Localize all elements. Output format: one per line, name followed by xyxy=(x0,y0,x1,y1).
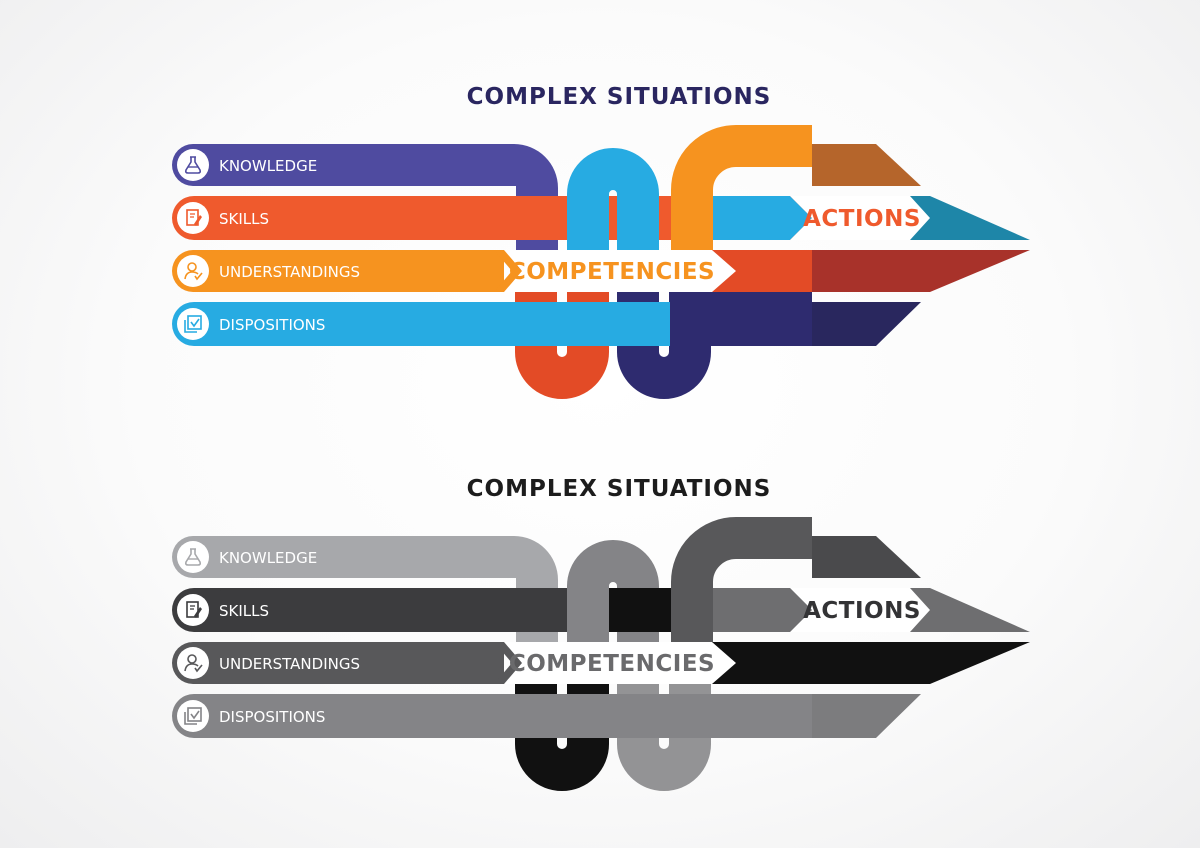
row-label-knowledge: KNOWLEDGE xyxy=(219,549,317,567)
actions-banner xyxy=(790,196,930,240)
actions-plate xyxy=(713,196,812,240)
weave-dispositions-over-red xyxy=(515,694,812,738)
arrow-tail-row1 xyxy=(812,144,921,186)
row-skills: SKILLS xyxy=(172,588,269,632)
loop-blue xyxy=(567,148,659,270)
edit-document-icon xyxy=(177,594,209,626)
weave-dispositions-over-red xyxy=(515,302,670,346)
loop-navy xyxy=(617,684,711,791)
row-understandings: UNDERSTANDINGS xyxy=(172,642,360,684)
weave-blue-over-skills-2 xyxy=(609,588,671,632)
diagram-color: COMPLEX SITUATIONS COMPETENCIES ACTIONS xyxy=(172,84,1030,399)
actions-label: ACTIONS xyxy=(803,598,921,624)
competencies-label: COMPETENCIES xyxy=(509,259,715,285)
ribbon-knowledge xyxy=(194,144,558,270)
row-dispositions: DISPOSITIONS xyxy=(172,302,325,346)
row-label-skills: SKILLS xyxy=(219,210,269,228)
weave-blue-over-skills xyxy=(567,196,609,240)
weave-blue-over-skills xyxy=(567,588,609,632)
loop-red xyxy=(515,684,609,791)
actions-label: ACTIONS xyxy=(803,206,921,232)
arrow-tail-row4 xyxy=(812,302,921,346)
flask-icon xyxy=(177,541,209,573)
diagram-grayscale: COMPLEX SITUATIONS COMPETENCIES ACTIONS … xyxy=(172,476,1030,791)
arrow-tail-row1 xyxy=(812,536,921,578)
ribbon-understandings xyxy=(194,642,504,684)
edit-document-icon xyxy=(177,202,209,234)
competencies-banner xyxy=(504,642,736,684)
row-label-knowledge: KNOWLEDGE xyxy=(219,157,317,175)
competencies-tip-left xyxy=(494,642,522,684)
arrow-tail-row3 xyxy=(812,642,1030,684)
weave-orange-over-skills xyxy=(671,196,713,240)
row-label-understandings: UNDERSTANDINGS xyxy=(219,655,360,673)
arrow-tail-row4 xyxy=(812,694,921,738)
loop-orange xyxy=(671,125,812,270)
weave-orange-over-skills xyxy=(671,588,713,632)
row-label-skills: SKILLS xyxy=(219,602,269,620)
loop-red xyxy=(515,292,609,399)
ribbon-knowledge xyxy=(194,536,558,662)
arrow-tail-row3 xyxy=(812,250,1030,292)
row-label-understandings: UNDERSTANDINGS xyxy=(219,263,360,281)
row-label-dispositions: DISPOSITIONS xyxy=(219,708,325,726)
loop-navy xyxy=(617,292,711,399)
diagram-title: COMPLEX SITUATIONS xyxy=(467,476,772,502)
weave-blue-over-skills-2 xyxy=(617,196,659,240)
competencies-banner xyxy=(504,250,736,292)
actions-banner xyxy=(790,588,930,632)
row-knowledge: KNOWLEDGE xyxy=(172,536,317,578)
competencies-label: COMPETENCIES xyxy=(509,651,715,677)
row-understandings: UNDERSTANDINGS xyxy=(172,250,360,292)
loop-blue xyxy=(567,540,659,662)
row-skills: SKILLS xyxy=(172,196,269,240)
actions-plate xyxy=(713,588,812,632)
row-knowledge: KNOWLEDGE xyxy=(172,144,317,186)
row-dispositions: DISPOSITIONS xyxy=(172,694,325,738)
competencies-tip-left xyxy=(494,250,522,292)
loop-orange xyxy=(671,517,812,662)
loop-navy-riser xyxy=(669,292,812,346)
diagram-title: COMPLEX SITUATIONS xyxy=(467,84,772,110)
flask-icon xyxy=(177,149,209,181)
row-label-dispositions: DISPOSITIONS xyxy=(219,316,325,334)
ribbon-understandings xyxy=(194,250,504,292)
